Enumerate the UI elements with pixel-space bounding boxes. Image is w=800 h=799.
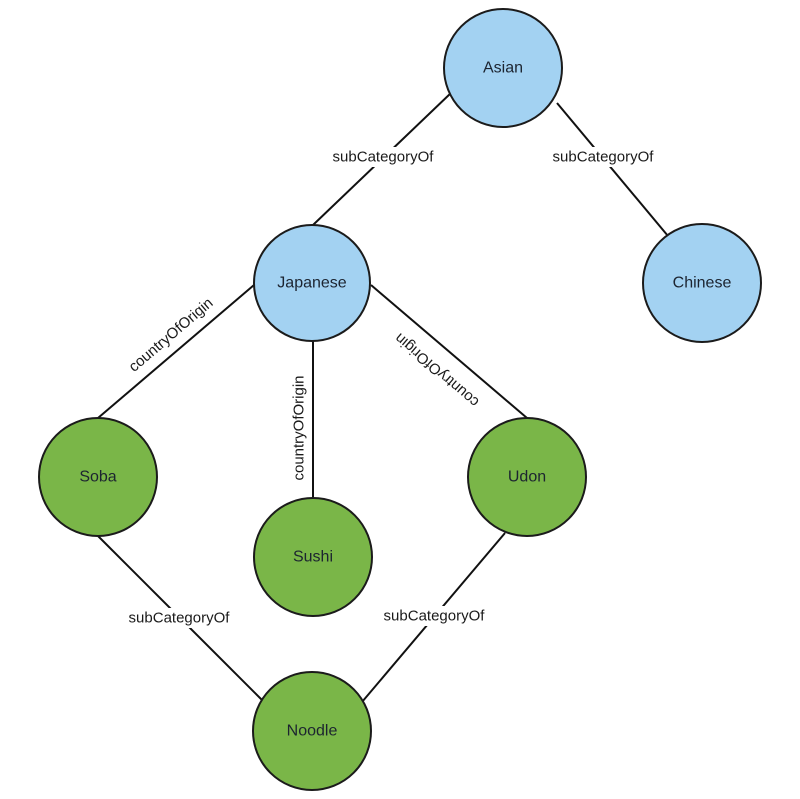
node-label: Soba — [79, 469, 116, 486]
node-udon[interactable]: Udon — [467, 417, 587, 537]
node-soba[interactable]: Soba — [38, 417, 158, 537]
edge-line — [556, 102, 669, 237]
node-label: Japanese — [277, 275, 346, 292]
edge-label: subCategoryOf — [384, 608, 486, 625]
node-circle — [38, 417, 158, 537]
edge-udon-noodle[interactable]: subCategoryOf — [361, 532, 506, 703]
nodes: Asian Japanese Chinese Soba Sushi Udon N… — [38, 8, 762, 791]
edge-sushi-japanese[interactable]: countryOfOrigin — [291, 341, 314, 498]
edge-line — [370, 284, 528, 419]
edge-line — [97, 284, 255, 419]
node-circle — [253, 497, 373, 617]
node-chinese[interactable]: Chinese — [642, 223, 762, 343]
node-circle — [252, 671, 372, 791]
node-circle — [467, 417, 587, 537]
node-label: Udon — [508, 469, 546, 486]
edge-label: subCategoryOf — [333, 149, 435, 166]
node-label: Sushi — [293, 549, 333, 566]
node-noodle[interactable]: Noodle — [252, 671, 372, 791]
node-label: Chinese — [673, 275, 732, 292]
edge-label: subCategoryOf — [553, 149, 655, 166]
node-circle — [443, 8, 563, 128]
node-asian[interactable]: Asian — [443, 8, 563, 128]
edge-chinese-asian[interactable]: subCategoryOf — [542, 102, 669, 237]
node-circle — [642, 223, 762, 343]
edge-soba-noodle[interactable]: subCategoryOf — [97, 535, 263, 701]
node-label: Noodle — [287, 723, 338, 740]
edge-label: countryOfOrigin — [291, 375, 308, 480]
edge-label-background — [118, 608, 240, 628]
edge-japanese-asian[interactable]: subCategoryOf — [312, 91, 453, 226]
node-label: Asian — [483, 60, 523, 77]
edge-label-background — [542, 147, 664, 167]
edge-label: subCategoryOf — [129, 610, 231, 627]
edge-label-background — [373, 606, 495, 626]
node-sushi[interactable]: Sushi — [253, 497, 373, 617]
node-circle — [253, 224, 371, 342]
node-japanese[interactable]: Japanese — [253, 224, 371, 342]
edge-label-background — [322, 147, 444, 167]
